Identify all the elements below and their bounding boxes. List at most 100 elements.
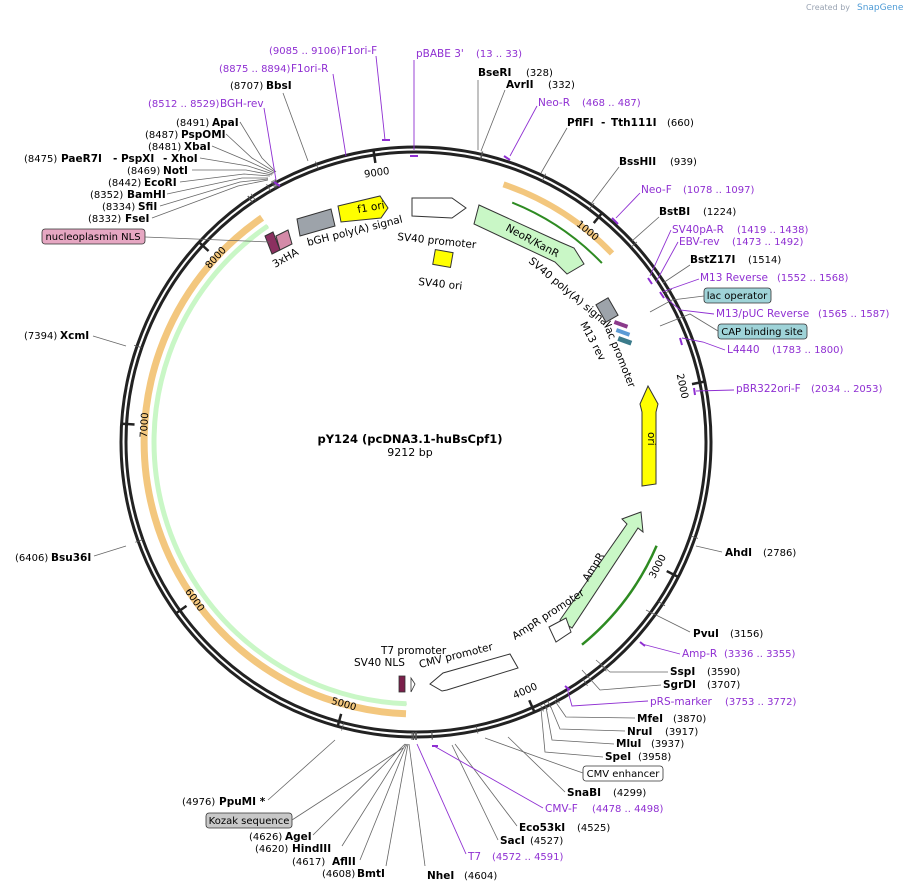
site-bstz17i[interactable]: BstZ17I(1514)	[662, 254, 781, 284]
site-nrui[interactable]: NruI(3917)	[549, 704, 698, 738]
primer-l4440-range: (1783 .. 1800)	[772, 345, 844, 356]
site-apai[interactable]: (8491)ApaI	[176, 117, 277, 173]
primer-m13puc-reverse[interactable]: M13/pUC Reverse(1565 .. 1587)	[665, 297, 890, 320]
feature-sv40-promoter-top[interactable]: SV40 promoter	[397, 197, 478, 251]
primer-amp-r[interactable]: Amp-R(3336 .. 3355)	[641, 643, 796, 660]
feature-3xha[interactable]: 3xHA	[264, 229, 301, 271]
site-marker-9	[582, 678, 588, 686]
site-pvui[interactable]: PvuI(3156)	[645, 609, 763, 640]
primer-t7[interactable]: T7(4572 .. 4591)	[416, 743, 564, 863]
site-fsei[interactable]: (8332)FseI	[88, 179, 269, 225]
site-spei[interactable]: SpeI(3958)	[540, 708, 671, 763]
primer-ebv-rev-name: EBV-rev	[679, 236, 720, 248]
site-sspi-name: SspI	[670, 666, 695, 678]
site-aflii[interactable]: (4617)AflII	[292, 743, 408, 868]
huBsCpf1-orf-orange[interactable]	[140, 214, 407, 718]
amp-orf-green[interactable]	[581, 545, 658, 646]
site-bseri[interactable]: BseRI(328)	[477, 67, 553, 150]
feature-sv40-nls[interactable]	[398, 675, 416, 693]
primer-ebv-rev[interactable]: EBV-rev (1473 .. 1492)	[655, 236, 804, 283]
primer-neo-f-name: Neo-F	[641, 184, 672, 196]
primer-l4440[interactable]: L4440(1783 .. 1800)	[681, 337, 844, 356]
box-lac-operator[interactable]: lac operator	[649, 287, 772, 313]
site-bbsi[interactable]: (8707)BbsI	[230, 80, 309, 162]
primer-bgh-rev-name: BGH-rev	[220, 98, 264, 110]
tick-label-4000: 4000	[512, 681, 540, 701]
feature-ampr[interactable]: AmpR	[559, 511, 644, 629]
primer-f1ori-r[interactable]: (8875 .. 8894)F1ori-R	[219, 63, 347, 157]
primer-neo-f[interactable]: Neo-F(1078 .. 1097)	[615, 184, 755, 219]
primer-pbabe3[interactable]: pBABE 3'(13 .. 33)	[413, 48, 522, 150]
site-pflfi[interactable]: PflFI-Tth111I(660)	[540, 117, 694, 174]
primer-ebv-rev-range: (1473 .. 1492)	[732, 237, 804, 248]
feature-f1-ori[interactable]: f1 ori	[337, 195, 389, 223]
site-eco53ki[interactable]: Eco53kI(4525)	[454, 743, 610, 834]
site-sfii[interactable]: (8334)SfiI	[102, 178, 269, 213]
primer-neo-r-range: (468 .. 487)	[582, 98, 641, 109]
site-noti[interactable]: (8469)NotI	[127, 165, 273, 177]
feature-sv40-ori[interactable]: SV40 ori	[418, 248, 463, 293]
site-nhei[interactable]: NheI(4604)	[408, 743, 497, 882]
site-ppumi[interactable]: (4976)PpuMI *	[182, 739, 336, 808]
primer-sv40pa-r[interactable]: SV40pA-R(1419 .. 1438)	[649, 224, 809, 277]
site-xhoi: - XhoI	[163, 153, 198, 165]
neo-orf-orange[interactable]	[502, 181, 615, 256]
site-bsshii[interactable]: BssHII(939)	[590, 156, 697, 205]
site-ecori-name: EcoRI	[144, 177, 177, 189]
site-xbai[interactable]: (8481)XbaI	[148, 141, 275, 174]
primer-f1ori-f[interactable]: (9085 .. 9106)F1ori-F	[269, 45, 386, 141]
feature-sv40-promoter-top-label: SV40 promoter	[397, 231, 478, 251]
site-agei-pos: (4626)	[249, 832, 282, 843]
feature-sv40-ori-label: SV40 ori	[418, 276, 463, 293]
site-avrii[interactable]: AvrII(332)	[480, 79, 575, 152]
feature-ori[interactable]: ori	[639, 384, 659, 487]
primer-f1ori-r-name: F1ori-R	[291, 63, 328, 75]
site-bmti[interactable]: (4608)BmtI	[322, 743, 409, 880]
site-sspi[interactable]: SspI(3590)	[595, 659, 740, 678]
box-nucleoplasmin[interactable]: nucleoplasmin NLS	[41, 228, 271, 245]
tick-mark-6000	[175, 604, 188, 615]
site-mfei[interactable]: MfeI(3870)	[554, 700, 706, 725]
feature-sv40-polya-box[interactable]	[595, 297, 619, 323]
site-marker-29	[271, 181, 276, 189]
box-cap-site[interactable]: CAP binding site	[659, 313, 808, 340]
site-hindiii-pos: (4620)	[255, 844, 288, 855]
site-pspomi[interactable]: (8487)PspOMI	[145, 129, 276, 173]
site-xcmi-pos: (7394)	[24, 331, 57, 342]
site-nrui-pos: (3917)	[665, 727, 698, 738]
site-paer7i[interactable]: (8475)PaeR7I- PspXI- XhoI	[24, 153, 274, 175]
primer-neo-r[interactable]: Neo-R(468 .. 487)	[509, 97, 641, 157]
primer-pbr322ori-f[interactable]: pBR322ori-F(2034 .. 2053)	[695, 383, 883, 395]
site-snabi[interactable]: SnaBI(4299)	[507, 736, 646, 799]
neo-orf-green[interactable]	[511, 201, 603, 264]
site-marker-5	[664, 288, 673, 294]
primer-amp-r-name: Amp-R	[682, 648, 717, 660]
site-bamhi[interactable]: (8352)BamHI	[90, 177, 268, 201]
primer-cmv-f-name: CMV-F	[545, 803, 578, 815]
primer-m13-reverse[interactable]: M13 Reverse(1552 .. 1568)	[661, 272, 849, 293]
primer-bgh-rev[interactable]: (8512 .. 8529)BGH-rev	[148, 98, 277, 181]
site-ahdi[interactable]: AhdI(2786)	[695, 545, 796, 559]
primer-t7-name: T7	[467, 851, 481, 863]
site-agei[interactable]: (4626)AgeI	[249, 743, 406, 843]
box-kozak[interactable]: Kozak sequence	[205, 747, 404, 829]
tick-mark-5000	[336, 713, 343, 727]
site-bstbi[interactable]: BstBI(1224)	[631, 206, 736, 242]
site-sgrdi[interactable]: SgrDI(3707)	[581, 669, 740, 691]
site-ecori[interactable]: (8442)EcoRI	[108, 173, 271, 189]
site-hindiii[interactable]: (4620)HindIII	[255, 743, 407, 855]
box-cap-site-label: CAP binding site	[721, 327, 803, 338]
primer-cmv-f[interactable]: CMV-F(4478 .. 4498)	[433, 745, 664, 815]
feature-sv40-nls-label: SV40 NLS	[354, 657, 405, 669]
site-mlui[interactable]: MluI(3937)	[545, 706, 684, 750]
feature-lac-markers[interactable]	[613, 320, 633, 346]
box-cmv-enhancer[interactable]: CMV enhancer	[484, 737, 664, 782]
site-marker-4	[630, 241, 638, 248]
site-bsu36i[interactable]: (6406)Bsu36I	[15, 545, 127, 564]
site-marker-6	[690, 535, 699, 539]
site-marker-23	[135, 539, 144, 543]
site-xcmi[interactable]: (7394)XcmI	[24, 330, 127, 347]
primer-prs-marker[interactable]: pRS-marker(3753 .. 3772)	[566, 687, 797, 708]
feature-t7-promoter-label: T7 promoter	[380, 645, 447, 657]
box-cmv-enhancer-label: CMV enhancer	[587, 769, 661, 780]
